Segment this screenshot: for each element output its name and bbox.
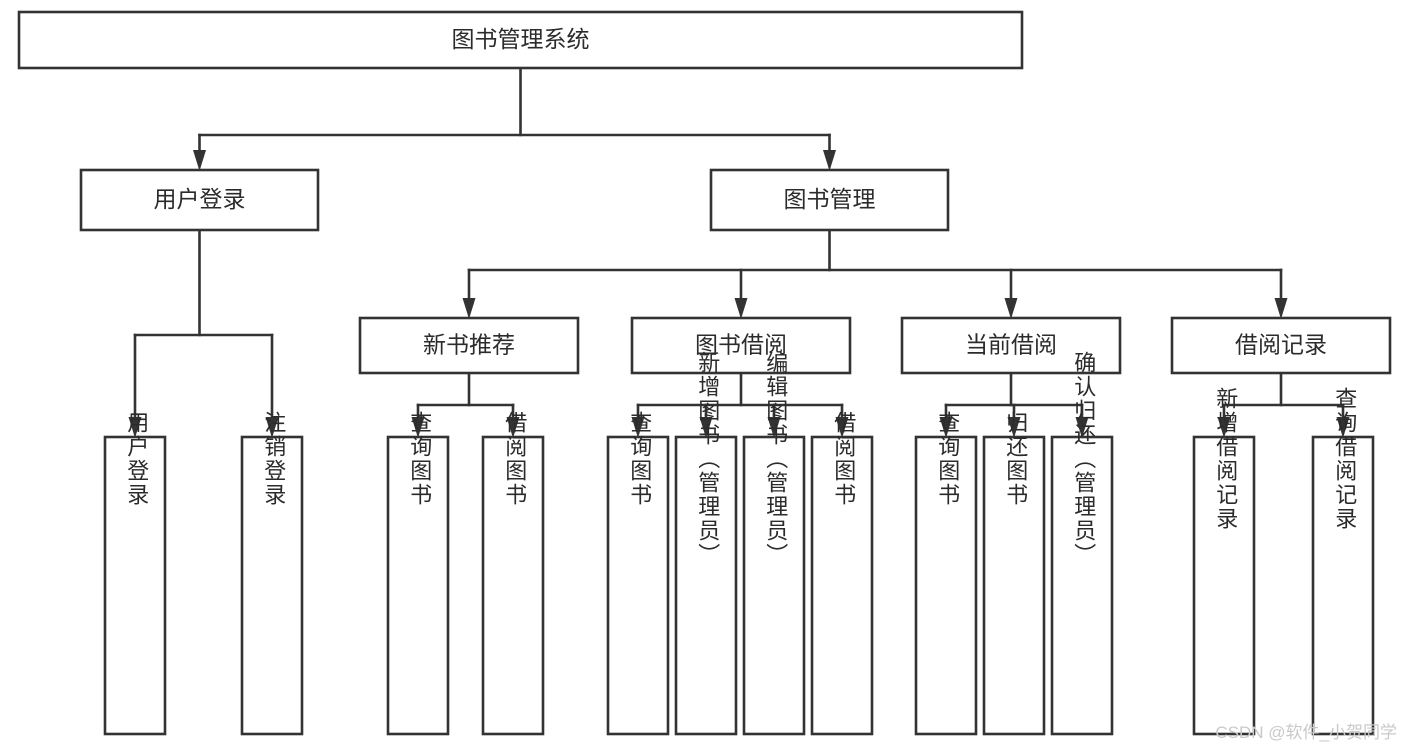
node-box xyxy=(982,435,1046,736)
node-box xyxy=(1192,435,1256,736)
node-box xyxy=(709,168,950,232)
node-label: 归还图书 xyxy=(1003,411,1028,507)
connector-arrowhead xyxy=(1075,417,1089,438)
node-box xyxy=(914,435,978,736)
node-box xyxy=(810,435,874,736)
node-box xyxy=(1050,435,1114,736)
connector-arrowhead xyxy=(128,417,142,438)
node-label: 查询图书 xyxy=(407,411,432,507)
connector-arrowhead xyxy=(462,298,476,319)
node-leaf-logout[interactable]: 注销登录 xyxy=(240,411,304,736)
connector-arrowhead xyxy=(1217,417,1231,438)
node-label: 当前借阅 xyxy=(965,332,1057,358)
node-root[interactable]: 图书管理系统 xyxy=(17,10,1024,70)
node-label: 新增借阅记录 xyxy=(1213,387,1238,531)
connector-arrowhead xyxy=(411,417,425,438)
node-leaf-user-login[interactable]: 用户登录 xyxy=(103,411,167,736)
node-new-book-rec[interactable]: 新书推荐 xyxy=(358,316,580,375)
csdn-watermark: CSDN @软件_小贺同学 xyxy=(1215,723,1397,742)
connector-arrowhead xyxy=(835,417,849,438)
connector-arrowhead xyxy=(699,417,713,438)
node-leaf-borrow-book-2[interactable]: 借阅图书 xyxy=(810,411,874,736)
node-leaf-borrow-book-1[interactable]: 借阅图书 xyxy=(481,411,545,736)
connector-arrowhead xyxy=(1004,298,1018,319)
connector-arrowhead xyxy=(631,417,645,438)
node-label: 图书借阅 xyxy=(695,332,787,358)
node-leaf-query-book-3[interactable]: 查询图书 xyxy=(914,411,978,736)
node-label: 查询图书 xyxy=(935,411,960,507)
node-label: 编辑图书（管理员） xyxy=(763,351,788,567)
node-label: 借阅图书 xyxy=(831,411,856,507)
node-label: 用户登录 xyxy=(154,186,246,212)
node-box xyxy=(103,435,167,736)
connector-arrowhead xyxy=(193,150,206,171)
node-label: 图书管理系统 xyxy=(452,26,590,52)
node-leaf-confirm-return[interactable]: 确认归还（管理员） xyxy=(1050,351,1114,736)
node-borrow-record[interactable]: 借阅记录 xyxy=(1170,316,1392,375)
node-label: 查询图书 xyxy=(627,411,652,507)
node-box xyxy=(358,316,580,375)
node-label: 借阅记录 xyxy=(1235,332,1327,358)
node-box xyxy=(900,316,1122,375)
connector-arrowhead xyxy=(265,417,279,438)
node-label: 图书管理 xyxy=(784,186,876,212)
connector-arrowhead xyxy=(1007,417,1021,438)
node-box xyxy=(17,10,1024,70)
node-box xyxy=(674,435,738,736)
node-box xyxy=(630,316,852,375)
node-leaf-add-book[interactable]: 新增图书（管理员） xyxy=(674,351,738,736)
node-leaf-query-book-2[interactable]: 查询图书 xyxy=(606,411,670,736)
connector-arrowhead xyxy=(734,298,748,319)
node-label: 新书推荐 xyxy=(423,332,515,358)
node-label: 确认归还（管理员） xyxy=(1071,351,1096,567)
node-user-login[interactable]: 用户登录 xyxy=(79,168,320,232)
connector-arrowhead xyxy=(506,417,520,438)
connector-arrowhead xyxy=(939,417,953,438)
node-box xyxy=(1170,316,1392,375)
node-label: 注销登录 xyxy=(261,411,286,507)
node-leaf-query-book-1[interactable]: 查询图书 xyxy=(386,411,450,736)
node-box xyxy=(386,435,450,736)
node-leaf-edit-book[interactable]: 编辑图书（管理员） xyxy=(742,351,806,736)
node-label: 新增图书（管理员） xyxy=(695,351,720,567)
node-box xyxy=(481,435,545,736)
node-label: 借阅图书 xyxy=(502,411,527,507)
connector-arrowhead xyxy=(767,417,781,438)
connector-arrowhead xyxy=(1274,298,1288,319)
node-label: 查询借阅记录 xyxy=(1332,387,1357,531)
node-box xyxy=(79,168,320,232)
connector-arrowhead xyxy=(823,150,836,171)
node-current-borrow[interactable]: 当前借阅 xyxy=(900,316,1122,375)
node-box xyxy=(1311,435,1375,736)
node-book-manage[interactable]: 图书管理 xyxy=(709,168,950,232)
node-box xyxy=(742,435,806,736)
connector-arrowhead xyxy=(1336,417,1350,438)
node-leaf-query-record[interactable]: 查询借阅记录 xyxy=(1311,387,1375,736)
node-layer: 图书管理系统用户登录图书管理新书推荐图书借阅当前借阅借阅记录用户登录注销登录查询… xyxy=(17,10,1392,736)
node-leaf-return-book[interactable]: 归还图书 xyxy=(982,411,1046,736)
node-box xyxy=(606,435,670,736)
node-label: 用户登录 xyxy=(124,411,149,507)
node-box xyxy=(240,435,304,736)
node-leaf-add-record[interactable]: 新增借阅记录 xyxy=(1192,387,1256,736)
connector-layer xyxy=(128,66,1350,438)
node-book-borrow[interactable]: 图书借阅 xyxy=(630,316,852,375)
